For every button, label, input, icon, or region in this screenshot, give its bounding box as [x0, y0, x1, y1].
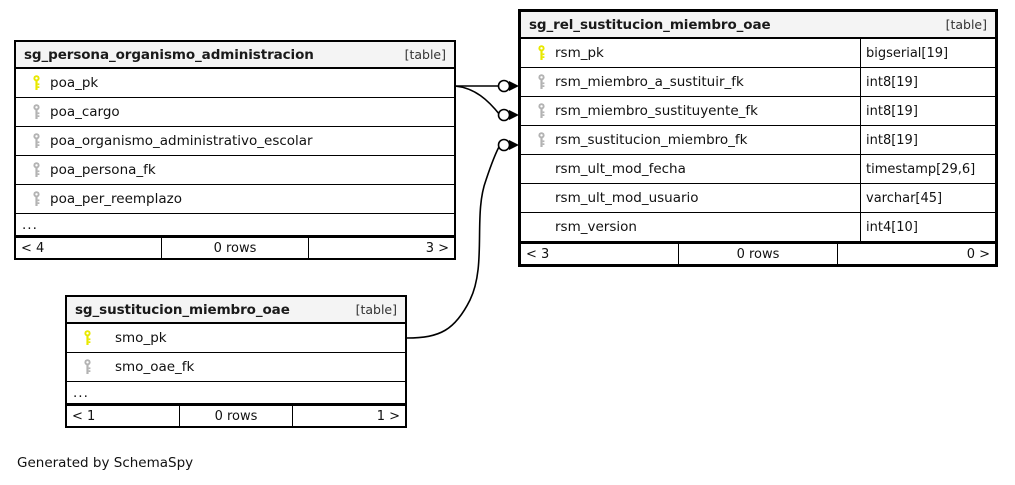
table-sg-rel-sustitucion-miembro-oae[interactable]: sg_rel_sustitucion_miembro_oae [table] r…: [518, 9, 998, 267]
table-row[interactable]: rsm_miembro_a_sustituir_fk int8[19]: [521, 68, 995, 97]
column-type: bigserial[19]: [860, 39, 995, 67]
table-header[interactable]: sg_rel_sustitucion_miembro_oae [table]: [521, 12, 995, 39]
table-row[interactable]: poa_per_reemplazo: [16, 185, 454, 214]
table-row[interactable]: smo_pk: [67, 324, 405, 353]
foreign-key-icon: [527, 74, 555, 90]
column-label: poa_pk: [50, 75, 99, 91]
cardinality-zero-marker-2: [497, 108, 511, 122]
table-header[interactable]: sg_persona_organismo_administracion [tab…: [16, 42, 454, 69]
column-type: int8[19]: [860, 68, 995, 96]
table-type-tag: [table]: [945, 17, 987, 32]
table-title: sg_sustitucion_miembro_oae: [75, 301, 290, 318]
table-header[interactable]: sg_sustitucion_miembro_oae [table]: [67, 297, 405, 324]
primary-key-icon: [527, 45, 555, 61]
generated-by-footnote: Generated by SchemaSpy: [17, 455, 194, 471]
table-row[interactable]: rsm_version int4[10]: [521, 213, 995, 242]
column-name-cell: rsm_ult_mod_usuario: [521, 184, 860, 212]
table-type-tag: [table]: [355, 302, 397, 317]
foreign-key-icon: [22, 133, 50, 149]
table-row[interactable]: poa_persona_fk: [16, 156, 454, 185]
cardinality-zero-marker-1: [497, 79, 511, 93]
column-label: rsm_miembro_sustituyente_fk: [555, 103, 758, 119]
primary-key-icon: [73, 330, 101, 346]
table-title: sg_persona_organismo_administracion: [24, 46, 314, 63]
footer-row-count: 0 rows: [678, 244, 838, 264]
cardinality-zero-marker-3: [497, 138, 511, 152]
foreign-key-icon: [22, 162, 50, 178]
column-name-cell: poa_persona_fk: [16, 156, 454, 184]
table-sg-persona-organismo-administracion[interactable]: sg_persona_organismo_administracion [tab…: [14, 40, 456, 260]
footer-parent-count[interactable]: < 4: [21, 240, 45, 256]
footer-child-count[interactable]: 0 >: [966, 246, 990, 262]
column-name-cell: rsm_miembro_sustituyente_fk: [521, 97, 860, 125]
column-label: rsm_pk: [555, 45, 604, 61]
footer-row-count: 0 rows: [179, 406, 293, 426]
column-name-cell: poa_organismo_administrativo_escolar: [16, 127, 454, 155]
foreign-key-icon: [22, 104, 50, 120]
table-row[interactable]: poa_cargo: [16, 98, 454, 127]
column-type: int8[19]: [860, 97, 995, 125]
footer-child-count[interactable]: 3 >: [425, 240, 449, 256]
table-row[interactable]: rsm_ult_mod_usuario varchar[45]: [521, 184, 995, 213]
column-label: rsm_ult_mod_fecha: [555, 161, 686, 177]
table-footer: < 1 0 rows 1 >: [67, 404, 405, 426]
table-title: sg_rel_sustitucion_miembro_oae: [529, 16, 771, 33]
table-row[interactable]: rsm_ult_mod_fecha timestamp[29,6]: [521, 155, 995, 184]
table-row[interactable]: rsm_pk bigserial[19]: [521, 39, 995, 68]
column-label: poa_organismo_administrativo_escolar: [50, 133, 313, 149]
column-name-cell: rsm_ult_mod_fecha: [521, 155, 860, 183]
table-row[interactable]: rsm_sustitucion_miembro_fk int8[19]: [521, 126, 995, 155]
column-name-cell: poa_cargo: [16, 98, 454, 126]
table-row[interactable]: smo_oae_fk: [67, 353, 405, 382]
column-label: rsm_ult_mod_usuario: [555, 190, 699, 206]
foreign-key-icon: [527, 103, 555, 119]
table-type-tag: [table]: [404, 47, 446, 62]
column-name-cell: rsm_sustitucion_miembro_fk: [521, 126, 860, 154]
footer-parent-count[interactable]: < 3: [526, 246, 550, 262]
table-sg-sustitucion-miembro-oae[interactable]: sg_sustitucion_miembro_oae [table] smo_p…: [65, 295, 407, 428]
column-name-cell: smo_pk: [67, 324, 405, 352]
column-label: rsm_sustitucion_miembro_fk: [555, 132, 748, 148]
footer-row-count: 0 rows: [161, 238, 309, 258]
column-label: smo_oae_fk: [115, 359, 195, 375]
column-name-cell: rsm_pk: [521, 39, 860, 67]
table-footer: < 4 0 rows 3 >: [16, 236, 454, 258]
column-type: timestamp[29,6]: [860, 155, 995, 183]
column-type: int4[10]: [860, 213, 995, 241]
column-name-cell: poa_per_reemplazo: [16, 185, 454, 213]
column-name-cell: poa_pk: [16, 69, 454, 97]
table-row[interactable]: poa_pk: [16, 69, 454, 98]
table-footer: < 3 0 rows 0 >: [521, 242, 995, 264]
column-name-cell: rsm_miembro_a_sustituir_fk: [521, 68, 860, 96]
footer-child-count[interactable]: 1 >: [376, 408, 400, 424]
more-columns-indicator: ...: [16, 214, 454, 236]
column-type: int8[19]: [860, 126, 995, 154]
primary-key-icon: [22, 75, 50, 91]
column-name-cell: rsm_version: [521, 213, 860, 241]
column-label: poa_per_reemplazo: [50, 191, 182, 207]
column-name-cell: smo_oae_fk: [67, 353, 405, 381]
column-label: poa_persona_fk: [50, 162, 156, 178]
relationship-line-2: [454, 85, 501, 116]
column-type: varchar[45]: [860, 184, 995, 212]
column-label: smo_pk: [115, 330, 167, 346]
footer-parent-count[interactable]: < 1: [72, 408, 96, 424]
column-label: poa_cargo: [50, 104, 120, 120]
column-label: rsm_version: [555, 219, 637, 235]
foreign-key-icon: [73, 359, 101, 375]
more-columns-indicator: ...: [67, 382, 405, 404]
table-row[interactable]: poa_organismo_administrativo_escolar: [16, 127, 454, 156]
foreign-key-icon: [22, 191, 50, 207]
column-label: rsm_miembro_a_sustituir_fk: [555, 74, 744, 90]
foreign-key-icon: [527, 132, 555, 148]
table-row[interactable]: rsm_miembro_sustituyente_fk int8[19]: [521, 97, 995, 126]
